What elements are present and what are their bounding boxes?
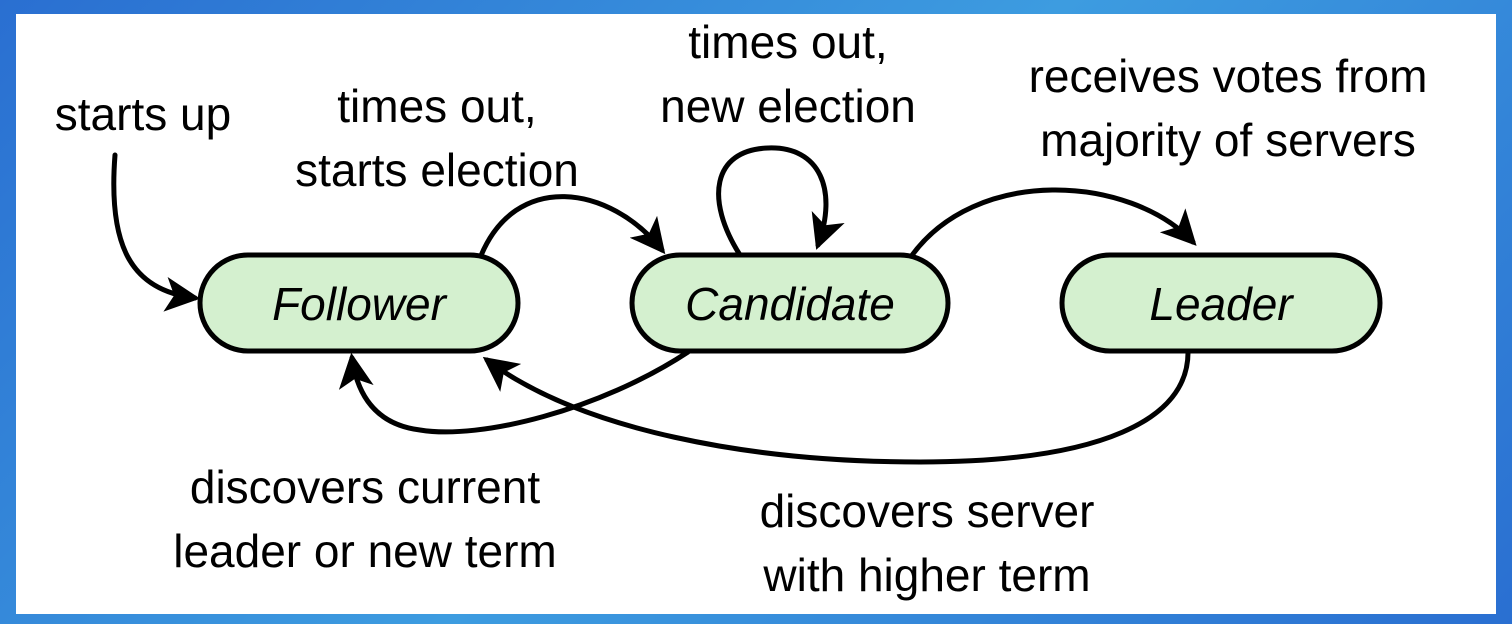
label-leader-to-follower-line2: with higher term xyxy=(762,549,1090,601)
edge-starts-up xyxy=(111,152,201,312)
label-candidate-to-follower-line1: discovers current xyxy=(190,461,540,513)
state-follower: Follower xyxy=(197,252,521,354)
edge-candidate-to-follower xyxy=(338,349,691,435)
edge-candidate-to-leader xyxy=(907,187,1197,261)
state-candidate-label: Candidate xyxy=(685,278,895,330)
label-follower-to-candidate-line2: starts election xyxy=(295,144,579,196)
label-candidate-to-leader-line2: majority of servers xyxy=(1040,114,1416,166)
edge-candidate-self xyxy=(716,145,845,258)
watermark: @稀土掘金技术社区 xyxy=(1312,584,1492,607)
label-follower-to-candidate-line1: times out, xyxy=(337,80,536,132)
label-leader-to-follower-line1: discovers server xyxy=(760,485,1095,537)
state-candidate: Candidate xyxy=(629,252,951,354)
state-leader-label: Leader xyxy=(1149,278,1294,330)
label-candidate-self-line2: new election xyxy=(660,80,916,132)
label-candidate-to-leader-line1: receives votes from xyxy=(1029,50,1428,102)
label-candidate-to-follower-line2: leader or new term xyxy=(173,525,557,577)
state-leader: Leader xyxy=(1059,252,1383,354)
label-starts-up: starts up xyxy=(55,88,231,140)
label-candidate-self-line1: times out, xyxy=(688,16,887,68)
state-follower-label: Follower xyxy=(272,278,448,330)
edge-leader-to-follower xyxy=(482,347,1191,465)
edge-follower-to-candidate xyxy=(477,194,666,261)
